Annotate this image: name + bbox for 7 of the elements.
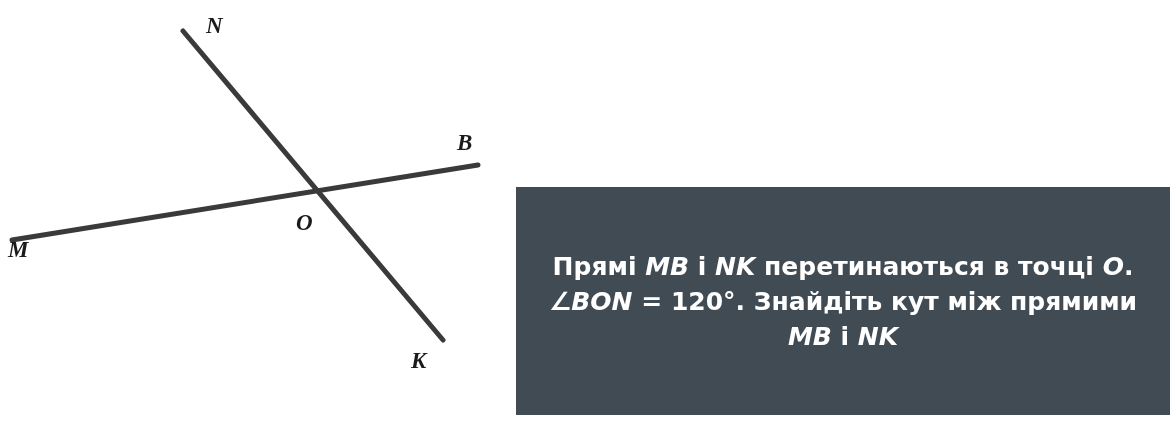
point-label: B [457,131,473,154]
point-label: K [411,349,427,372]
task-text: Прямі MB і NK перетинаються в точці O. ∠BON = 120°. Знайдіть кут між прямими MB і NK [547,250,1139,353]
point-label: O [296,211,313,234]
task-panel [516,187,1170,415]
point-label: M [8,238,29,261]
point-label: N [206,14,223,37]
